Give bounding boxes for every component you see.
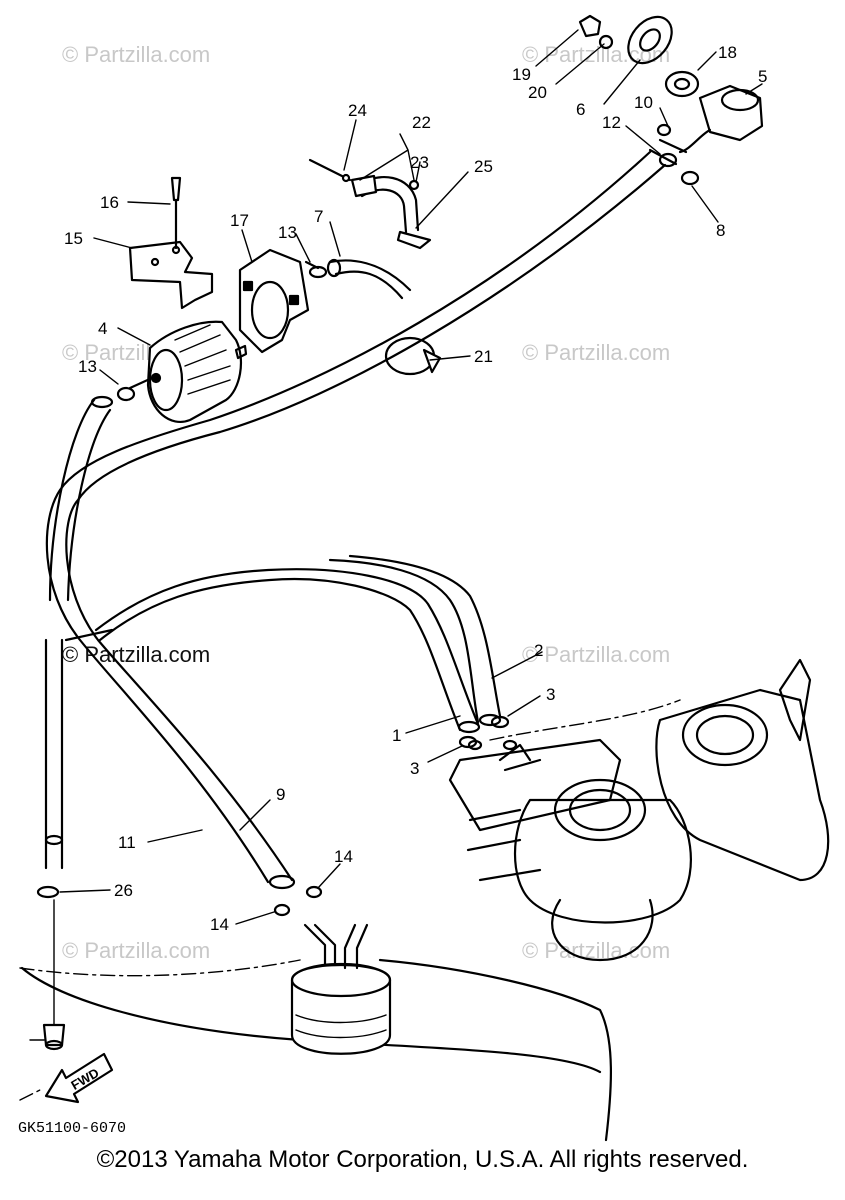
filter-bracket (238, 248, 310, 354)
leader-lines (59, 29, 763, 925)
callout-20: 20 (528, 83, 547, 102)
fuel-pump-unit (290, 923, 392, 1055)
fuel-filter (128, 320, 248, 423)
callout-6: 6 (576, 100, 585, 119)
callout-25: 25 (474, 157, 493, 176)
strap-assembly (308, 158, 432, 250)
part-code: GK51100-6070 (18, 1120, 126, 1137)
callout-17: 17 (230, 211, 249, 230)
callout-15: 15 (64, 229, 83, 248)
callout-1: 1 (392, 726, 401, 745)
callout-11: 11 (118, 833, 136, 852)
callout-numbers: 1 2 3 3 4 5 6 7 8 9 10 11 12 13 13 14 14… (64, 43, 767, 934)
hose-1-2 (94, 554, 502, 734)
callout-4: 4 (98, 319, 107, 338)
filter-mount-plate (128, 176, 214, 310)
fuel-cock (578, 14, 764, 166)
callout-9: 9 (276, 785, 285, 804)
copyright-notice: ©2013 Yamaha Motor Corporation, U.S.A. A… (96, 1146, 749, 1173)
callout-13: 13 (78, 357, 97, 376)
callout-22: 22 (412, 113, 431, 132)
watermark: © Partzilla.com (522, 340, 670, 365)
forward-direction-arrow: FWD (44, 1052, 114, 1104)
callout-24: 24 (348, 101, 367, 120)
watermark-highlight: © Partzilla.com (62, 642, 210, 667)
callout-18: 18 (718, 43, 737, 62)
callout-23: 23 (410, 153, 429, 172)
watermark: © Partzilla.com (522, 642, 670, 667)
callout-10: 10 (634, 93, 653, 112)
callout-16: 16 (100, 193, 119, 212)
watermark: © Partzilla.com (62, 42, 210, 67)
callout-26: 26 (114, 881, 133, 900)
callout-5: 5 (758, 67, 767, 86)
callout-13: 13 (278, 223, 297, 242)
vent-hose (42, 395, 114, 1051)
callout-14: 14 (334, 847, 353, 866)
carburetor-assembly (448, 658, 830, 962)
callout-2: 2 (534, 641, 543, 660)
callout-3: 3 (546, 685, 555, 704)
watermark: © Partzilla.com (62, 938, 210, 963)
callout-14: 14 (210, 915, 229, 934)
callout-19: 19 (512, 65, 531, 84)
callout-12: 12 (602, 113, 621, 132)
callout-3: 3 (410, 759, 419, 778)
watermarks: © Partzilla.com © Partzilla.com © Partzi… (62, 42, 670, 963)
hose-9-11 (45, 150, 667, 890)
callout-8: 8 (716, 221, 725, 240)
hose-clamp-21 (384, 336, 442, 376)
callout-21: 21 (474, 347, 493, 366)
hose-7 (304, 258, 412, 300)
callout-7: 7 (314, 207, 323, 226)
small-clamps (36, 123, 700, 917)
